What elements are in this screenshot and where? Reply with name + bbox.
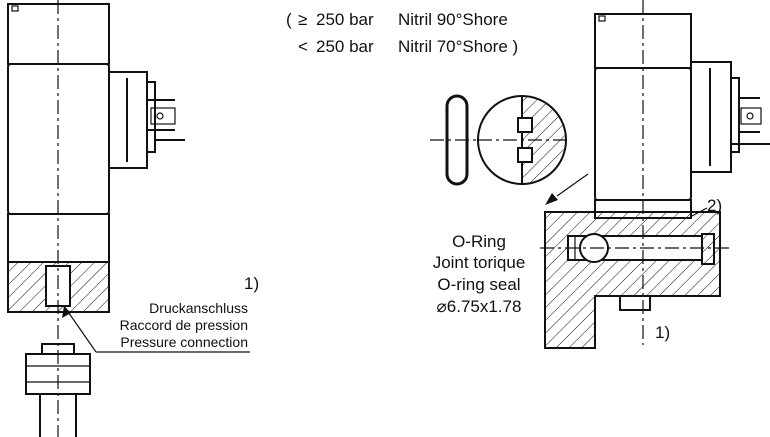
note-line1-pressure: 250 bar — [316, 10, 374, 29]
note-line1-symbol: ≥ — [298, 10, 307, 29]
connection-label-de: Druckanschluss — [149, 300, 248, 316]
pressure-fitting — [25, 343, 91, 437]
note-line2-material: Nitril 70°Shore ) — [398, 37, 518, 56]
right-port-plug — [619, 295, 651, 311]
left-cap-marker — [11, 5, 19, 12]
seal-dimension: ⌀6.75x1.78 — [437, 297, 522, 316]
seal-label-fr: Joint torique — [433, 253, 526, 272]
note-line2-symbol: < — [298, 37, 308, 56]
seal-label-en: O-ring seal — [437, 275, 520, 294]
manifold-block — [544, 211, 721, 349]
note-line2-pressure: 250 bar — [316, 37, 374, 56]
o-ring-detail — [430, 94, 589, 205]
right-ref-label-top: 2) — [707, 196, 722, 215]
seal-label-de: O-Ring — [452, 232, 506, 251]
connection-label-fr: Raccord de pression — [120, 317, 248, 333]
connection-label-en: Pressure connection — [120, 334, 248, 350]
left-ref-label: 1) — [244, 274, 259, 293]
note-open-paren: ( — [286, 10, 292, 29]
left-valve — [7, 0, 250, 437]
right-ref-label-bottom: 1) — [655, 323, 670, 342]
right-valve — [540, 0, 770, 349]
note-line1-material: Nitril 90°Shore — [398, 10, 508, 29]
